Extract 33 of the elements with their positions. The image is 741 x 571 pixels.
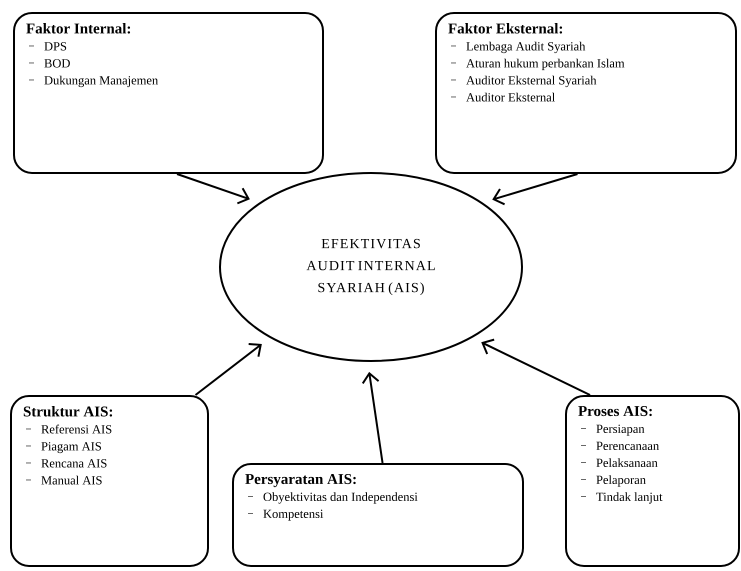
list-item: Tindak lanjut	[596, 492, 662, 504]
list-item: Aturan hukum perbankan Islam	[466, 58, 624, 70]
list-item: Piagam AIS	[41, 442, 101, 454]
list-item: Obyektivitas dan Independensi	[264, 492, 418, 504]
list-item: Dukungan Manajemen	[44, 76, 158, 88]
list-item: DPS	[44, 42, 66, 51]
list-item: Rencana AIS	[41, 459, 107, 468]
info-box	[13, 12, 324, 174]
list-item: Persiapan	[596, 424, 644, 436]
arrow	[481, 338, 590, 396]
info-box	[10, 395, 209, 567]
list-item: Lembaga Audit Syariah	[466, 42, 586, 54]
box-heading: Faktor Eksternal:	[448, 23, 562, 34]
arrow	[194, 343, 262, 396]
list-item: BOD	[44, 59, 70, 68]
box-heading: Proses AIS:	[578, 406, 652, 416]
list-item: Auditor Eksternal Syariah	[466, 76, 596, 88]
arrow	[492, 173, 578, 206]
info-box	[435, 12, 737, 174]
list-item: Perencanaan	[596, 442, 659, 450]
list-item: Pelaksanaan	[596, 458, 658, 468]
info-box	[232, 463, 524, 567]
box-heading: Struktur AIS:	[24, 406, 112, 417]
arrow	[362, 372, 384, 464]
list-item: Referensi AIS	[41, 424, 112, 434]
arrow	[176, 173, 250, 204]
box-heading: Faktor Internal:	[26, 23, 130, 34]
list-item: Manual AIS	[41, 476, 102, 485]
list-item: Pelaporan	[596, 475, 646, 487]
info-box	[565, 395, 740, 567]
list-item: Kompetensi	[263, 510, 324, 521]
box-heading: Persyaratan AIS:	[245, 474, 356, 488]
list-item: Auditor Eksternal	[466, 92, 555, 102]
